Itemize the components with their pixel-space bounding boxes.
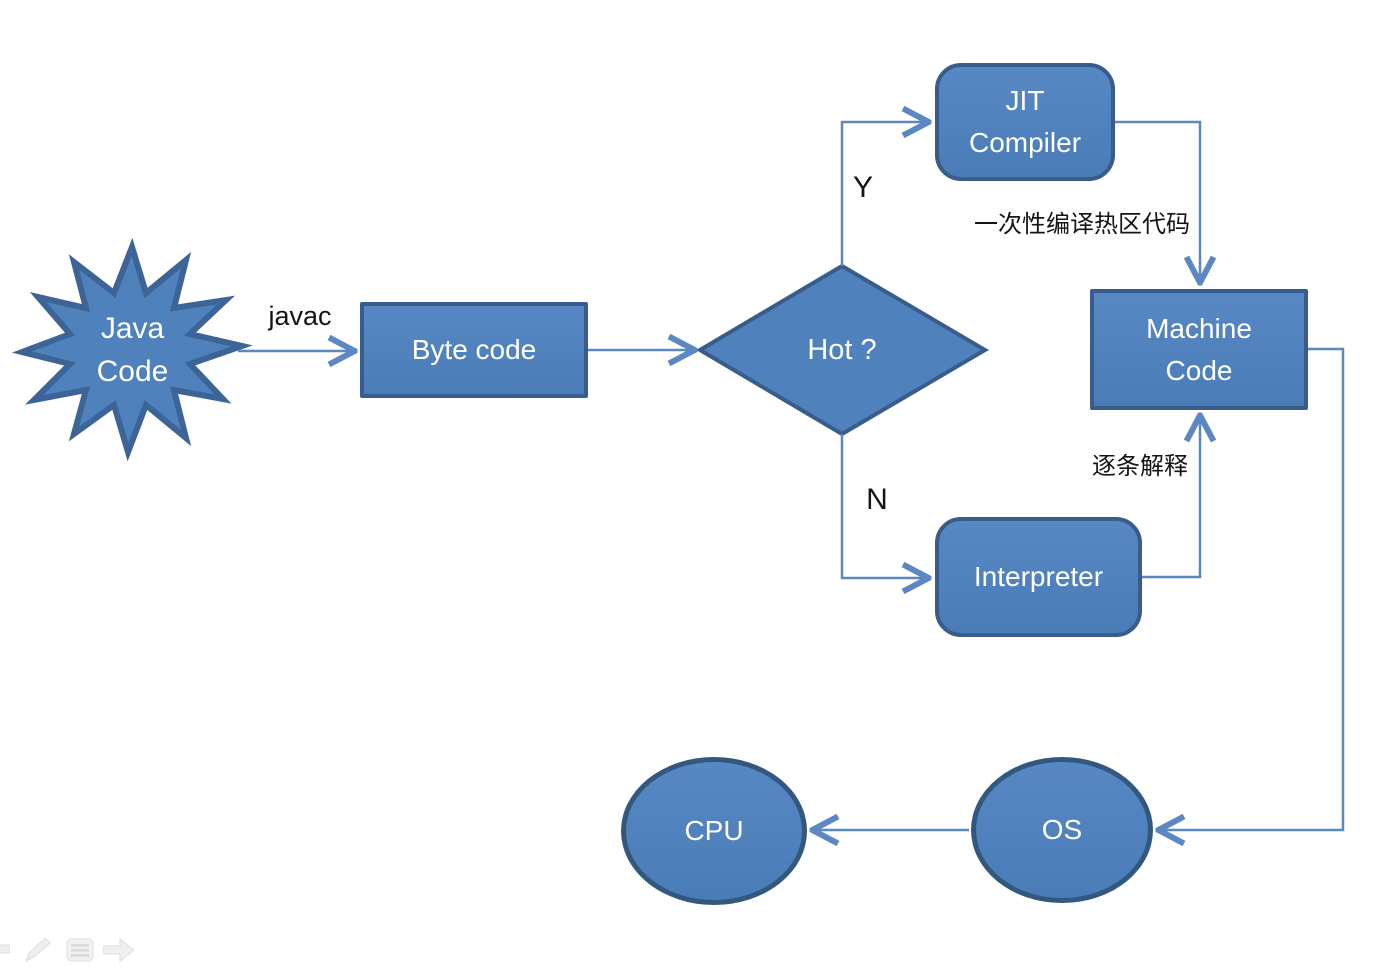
node-machine-code-label: Machine Code: [1146, 312, 1252, 386]
edge-label-jit-note: 一次性编译热区代码: [974, 211, 1190, 238]
node-interpreter-label: Interpreter: [973, 561, 1104, 592]
node-java-code-label: Java Code: [96, 311, 169, 389]
node-os-label: OS: [1041, 814, 1083, 845]
node-jit-compiler: JIT Compiler: [935, 63, 1115, 181]
node-byte-code: Byte code: [360, 302, 588, 398]
slide-menu-icon[interactable]: [66, 938, 94, 962]
connector-hot-jitcompiler: [840, 122, 926, 266]
java-code-star-shape: [11, 237, 253, 462]
edge-label-javac: javac: [268, 301, 332, 331]
hot-decision-diamond-shape: [696, 263, 989, 437]
node-machine-code: Machine Code: [1090, 289, 1308, 410]
previous-slide-arrow-icon[interactable]: [0, 938, 10, 960]
node-jit-compiler-label: JIT Compiler: [968, 85, 1082, 158]
node-hot-decision-label: Hot ?: [807, 333, 877, 366]
connector-interpreter-machinecode: [1140, 418, 1200, 579]
edge-label-no: N: [866, 483, 888, 516]
connector-machinecode-os: [1161, 347, 1345, 830]
node-byte-code-label: Byte code: [411, 334, 537, 365]
next-slide-arrow-icon[interactable]: [103, 938, 135, 962]
edge-label-yes: Y: [852, 171, 873, 204]
pen-icon[interactable]: [24, 938, 52, 962]
edge-label-interpret-note: 逐条解释: [1092, 453, 1188, 480]
node-cpu-label: CPU: [684, 815, 744, 846]
node-os: OS: [971, 757, 1153, 903]
node-interpreter: Interpreter: [935, 517, 1142, 637]
connector-hot-interpreter: [840, 434, 926, 578]
connector-jitcompiler-machinecode: [1113, 120, 1200, 280]
node-cpu: CPU: [621, 757, 807, 905]
